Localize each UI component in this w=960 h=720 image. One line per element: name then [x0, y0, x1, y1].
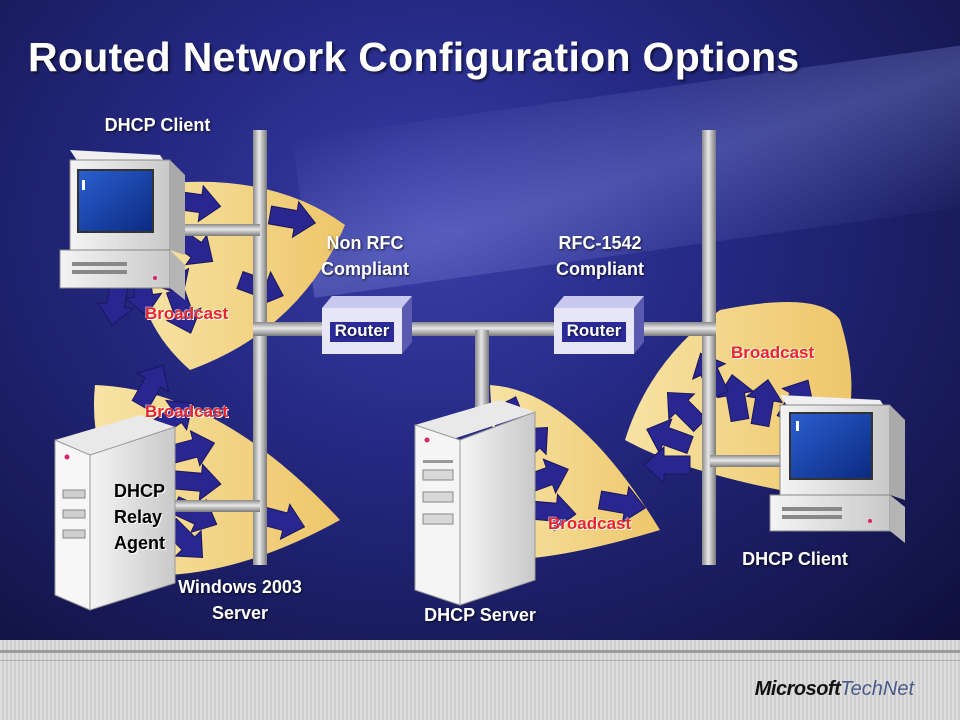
rfc-1542-compliant-label: RFC-1542 Compliant [556, 233, 644, 279]
router-rfc-1542 [554, 296, 644, 354]
logo-product: TechNet [840, 678, 914, 700]
dhcp-server-drop-cable [475, 330, 489, 420]
server-tower-icon [414, 400, 536, 606]
broadcast-label: Broadcast [145, 304, 229, 323]
dhcp-client-right-label: DHCP Client [742, 549, 848, 569]
right-client-cable [710, 455, 790, 467]
windows-server-label: Windows 2003 Server [178, 577, 302, 623]
logo-company: Microsoft [754, 678, 841, 700]
slide-title: Routed Network Configuration Options [28, 34, 800, 80]
dhcp-client-top-label: DHCP Client [104, 115, 211, 135]
footer-bar [0, 640, 960, 720]
desktop-computer-icon [769, 395, 905, 543]
router-label-non-rfc: Router [334, 321, 390, 340]
router-label-rfc-1542: Router [566, 321, 622, 340]
broadcast-label: Broadcast [145, 402, 229, 421]
top-client-cable [170, 224, 260, 236]
broadcast-label: Broadcast [731, 343, 815, 362]
relay-agent-cable [160, 500, 260, 512]
dhcp-server-label: DHCP Server [424, 605, 536, 625]
left-vertical-segment [253, 130, 267, 565]
broadcast-label: Broadcast [548, 514, 632, 533]
desktop-computer-icon [59, 150, 185, 300]
footer-divider [0, 650, 960, 653]
footer-divider-thin [0, 660, 960, 661]
non-rfc-compliant-label: Non RFC Compliant [321, 233, 409, 279]
right-vertical-segment [702, 130, 716, 565]
router-non-rfc [322, 296, 412, 354]
dhcp-relay-agent-label: DHCP Relay Agent [114, 481, 166, 553]
server-tower-icon [54, 415, 176, 611]
microsoft-technet-logo: MicrosoftTechNet [755, 678, 914, 701]
